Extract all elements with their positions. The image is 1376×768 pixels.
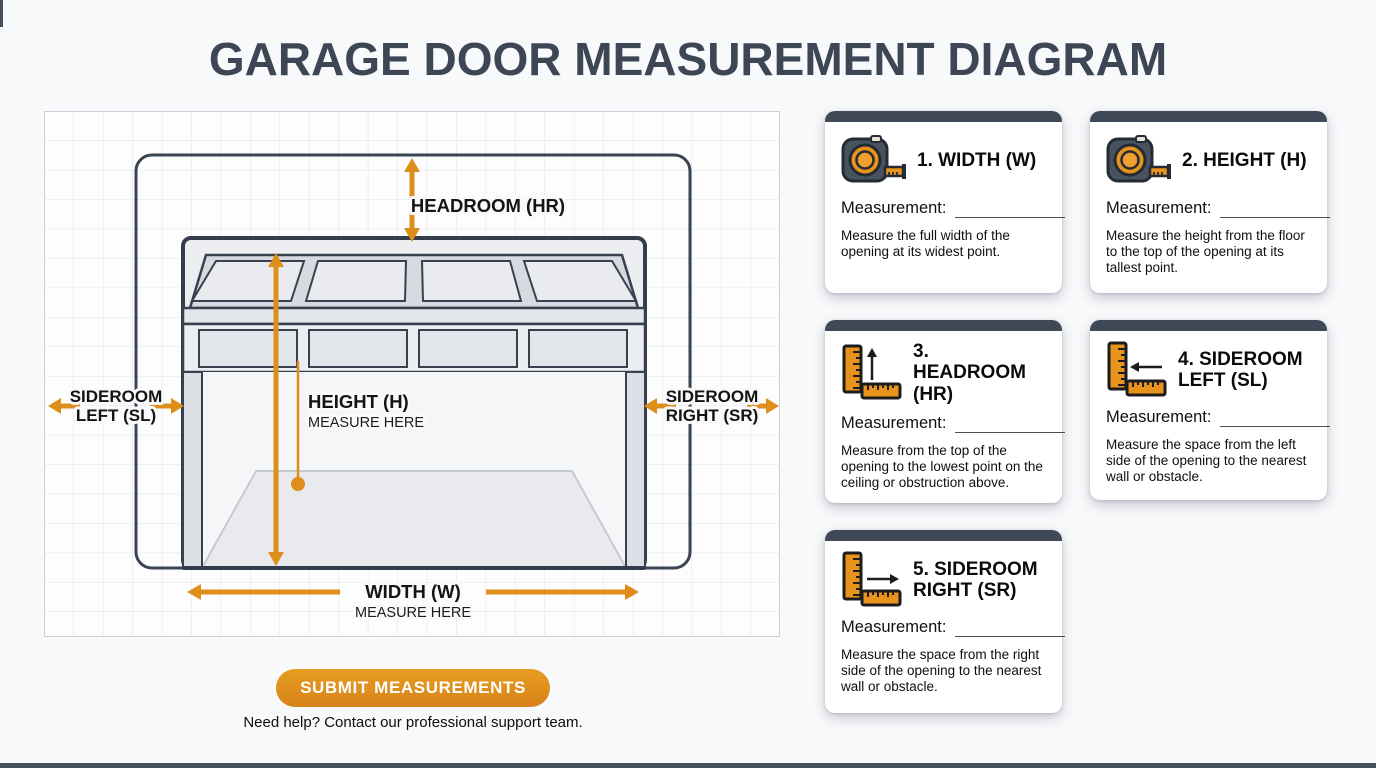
card-sideroom-left: 4. SIDEROOM LEFT (SL) Measurement: Measu… xyxy=(1090,320,1331,500)
height-sublabel: MEASURE HERE xyxy=(308,415,424,431)
measurement-blank-line[interactable] xyxy=(1220,203,1331,218)
height-arrow xyxy=(268,253,284,566)
card-width: 1. WIDTH (W) Measurement: Measure the fu… xyxy=(825,111,1066,293)
headroom-label: HEADROOM (HR) xyxy=(411,195,565,216)
help-text: Need help? Contact our professional supp… xyxy=(243,714,583,731)
card-headroom: 3. HEADROOM (HR) Measurement: Measure fr… xyxy=(825,320,1066,503)
floor xyxy=(202,471,626,568)
sideroom-right-label-line2: RIGHT (SR) xyxy=(666,406,759,425)
card-title: 4. SIDEROOM LEFT (SL) xyxy=(1178,348,1303,391)
card-header-strip xyxy=(825,320,1062,331)
sideroom-left-arrows xyxy=(48,398,184,414)
door-panels xyxy=(198,329,628,368)
ruler-left-icon xyxy=(1106,341,1168,399)
headroom-arrow xyxy=(404,158,420,242)
garage-diagram: HEADROOM (HR) HEIGHT (H) MEASURE HERE WI… xyxy=(44,111,780,637)
card-sideroom-right: 5. SIDEROOM RIGHT (SR) Measurement: Meas… xyxy=(825,530,1066,713)
width-sublabel: MEASURE HERE xyxy=(355,605,471,621)
card-height: 2. HEIGHT (H) Measurement: Measure the h… xyxy=(1090,111,1331,293)
left-edge-mark xyxy=(0,0,3,27)
tape-measure-icon xyxy=(1106,135,1172,187)
sideroom-left-label-line2: LEFT (SL) xyxy=(76,406,156,425)
card-description: Measure the full width of the opening at… xyxy=(841,228,1010,260)
measurement-blank-line[interactable] xyxy=(955,203,1066,218)
sideroom-right-arrows xyxy=(644,398,779,414)
card-description: Measure the space from the left side of … xyxy=(1106,437,1307,485)
submit-measurements-button[interactable]: SUBMIT MEASUREMENTS xyxy=(276,669,550,707)
card-header-strip xyxy=(1090,111,1327,122)
garage-door xyxy=(181,236,647,570)
measurement-label: Measurement: xyxy=(841,413,947,432)
card-title: 3. HEADROOM (HR) xyxy=(913,341,1026,405)
card-title: 2. HEIGHT (H) xyxy=(1182,150,1307,172)
ruler-right-icon xyxy=(841,551,903,609)
width-arrow xyxy=(187,584,639,600)
height-label: HEIGHT (H) xyxy=(308,391,409,412)
page-title: GARAGE DOOR MEASUREMENT DIAGRAM xyxy=(208,33,1168,85)
card-title: 5. SIDEROOM RIGHT (SR) xyxy=(913,558,1038,601)
measurement-label: Measurement: xyxy=(841,199,947,217)
ruler-up-icon xyxy=(841,344,903,402)
measurement-blank-line[interactable] xyxy=(955,622,1066,637)
width-label: WIDTH (W) xyxy=(365,581,461,602)
bottom-accent-bar xyxy=(0,763,1376,768)
tape-measure-icon xyxy=(841,135,907,187)
card-description: Measure the space from the right side of… xyxy=(841,647,1042,695)
card-header-strip xyxy=(825,111,1062,122)
measurement-label: Measurement: xyxy=(1106,199,1212,217)
door-windows xyxy=(190,260,638,302)
measurement-label: Measurement: xyxy=(1106,408,1212,426)
card-title: 1. WIDTH (W) xyxy=(917,150,1037,172)
measurement-blank-line[interactable] xyxy=(1220,412,1331,427)
plumb-line xyxy=(291,361,305,491)
measurement-label: Measurement: xyxy=(841,618,947,636)
measurement-blank-line[interactable] xyxy=(955,418,1066,433)
sideroom-right-label-line1: SIDEROOM xyxy=(666,387,759,406)
card-header-strip xyxy=(825,530,1062,541)
plumb-dot xyxy=(291,477,305,491)
card-description: Measure from the top of the opening to t… xyxy=(841,442,1043,491)
card-description: Measure the height from the floor to the… xyxy=(1106,228,1305,276)
card-header-strip xyxy=(1090,320,1327,331)
sideroom-left-label-line1: SIDEROOM xyxy=(70,387,163,406)
